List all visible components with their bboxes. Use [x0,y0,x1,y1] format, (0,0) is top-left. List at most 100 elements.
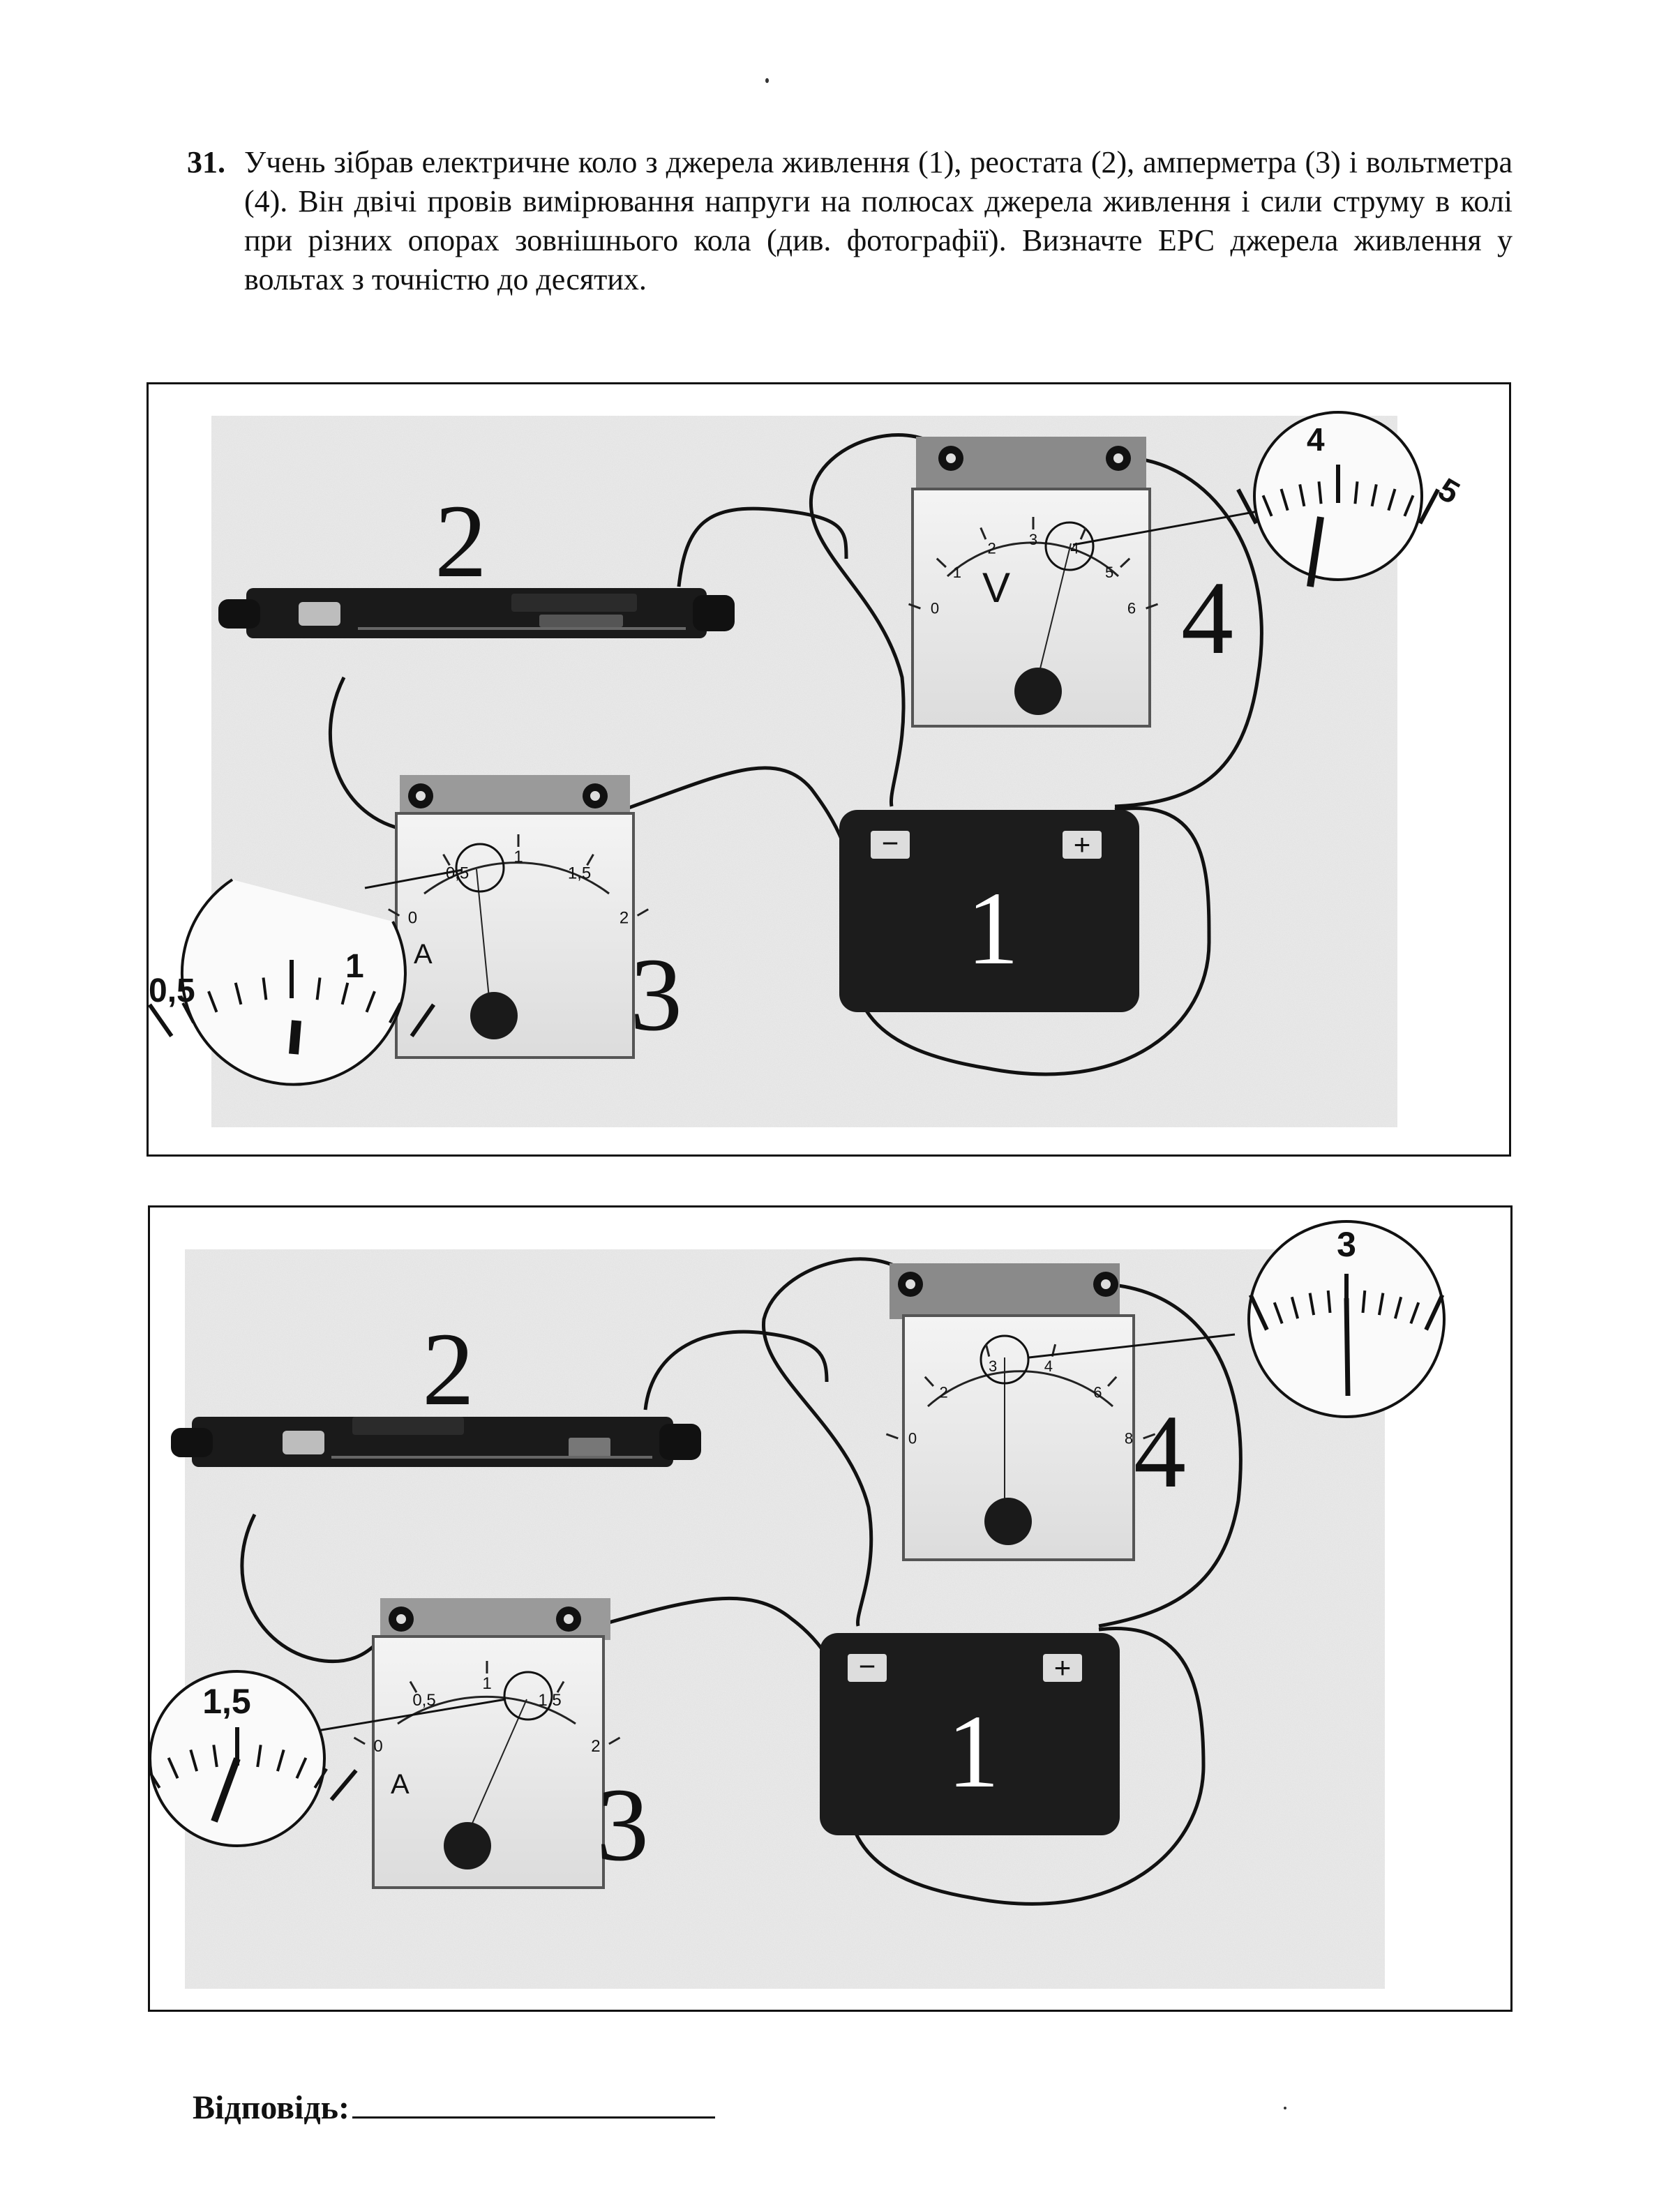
scale-major-tick [409,1680,418,1693]
ammeter-magnifier: 0,5 1 [149,878,436,1086]
voltmeter-magnifier-needle [1307,516,1324,587]
battery-label: 1 [947,1694,1000,1810]
magnifier-tick [365,991,376,1013]
magnifier-tick [256,1745,262,1768]
magnifier-tick [1393,1296,1403,1319]
problem-text: Учень зібрав електричне коло з джерела ж… [244,145,1513,296]
ammeter-unit: A [391,1769,410,1800]
magnifier-tick [1409,1302,1420,1324]
scale-label: 4 [1044,1357,1053,1375]
scale-major-tick [1143,1433,1156,1440]
scale-label: 0 [931,600,939,617]
scale-label: 2 [591,1737,600,1756]
battery-label: 1 [967,871,1019,986]
scale-major-tick [1120,557,1131,569]
scale-label: 1 [953,564,961,581]
magnifier-tick [189,1749,199,1772]
problem-number: 31. [187,145,225,179]
magnifier-tick [329,1769,358,1802]
battery-minus-terminal: − [859,1650,876,1683]
magnifier-tick [1236,488,1259,525]
battery: − + 1 [839,810,1139,1012]
magnifier-tick [181,1002,195,1024]
scale-major-tick [388,908,400,917]
magnifier-tick [1387,488,1397,511]
ammeter-scale-labels: 00,511,52 [353,1661,621,1756]
ammeter-label: 3 [596,1767,649,1883]
scale-major-tick [353,1736,366,1745]
scale-label: 0,5 [412,1691,435,1710]
battery-plus-terminal: + [1054,1651,1072,1684]
scale-label: 2 [939,1383,947,1401]
scale-major-tick [924,1376,935,1387]
scale-label: 3 [989,1357,997,1375]
voltmeter-magnifier: 4 5 [1236,411,1466,587]
rheostat-label: 2 [435,483,487,599]
scale-major-tick [984,1344,991,1357]
scale-major-tick [636,908,649,917]
magnifier-tick [1326,1290,1332,1314]
answer-blank-line [352,2086,715,2119]
scale-label: 2 [620,909,629,928]
magnifier-tick [389,1002,402,1024]
scale-label: 1 [513,848,523,866]
ammeter-magnifier-needle [211,1757,241,1823]
voltmeter-magnifier-label-a: 4 [1307,421,1325,458]
voltmeter-magnifier: 3 [1247,1220,1446,1418]
magnifier-tick [295,1757,308,1780]
ammeter-magnifier: 1,5 [150,1670,358,1847]
battery: − + 1 [820,1633,1120,1835]
magnifier-tick [1361,1290,1367,1314]
voltmeter-magnifier-needle [1344,1297,1351,1397]
voltmeter-magnifier-ticks [1248,1274,1445,1331]
magnifier-tick [315,977,322,1000]
scale-label: 8 [1125,1430,1133,1447]
ammeter-magnifier-label-a: 0,5 [149,972,195,1009]
scale-major-tick [1106,1376,1118,1387]
battery-minus-terminal: − [882,827,899,859]
wires [328,433,1263,1076]
ammeter-magnifier-needle [289,1020,301,1055]
scale-major-tick [885,1433,899,1440]
voltmeter-pointer-arrow [1028,1333,1236,1359]
scale-label: 5 [1105,564,1113,581]
voltmeter-magnifier-ticks [1236,465,1440,525]
scale-major-tick [908,603,921,610]
ammeter: A 00,511,52 [388,775,649,1059]
magnifier-tick [262,977,268,1000]
voltmeter-pointer-arrow [1072,510,1259,546]
scan-speck [765,78,769,83]
magnifier-tick [410,1003,436,1038]
magnifier-tick [1403,495,1415,517]
voltmeter-label: 4 [1181,560,1233,676]
scale-label: 2 [987,539,996,557]
ammeter-magnifier-ticks [150,1727,358,1802]
magnifier-tick [1370,484,1378,507]
magnifier-tick [234,982,243,1005]
magnifier-tick [212,1745,218,1768]
scale-major-tick [586,854,594,866]
ammeter-pointer-arrow [317,1698,506,1732]
magnifier-tick [1290,1296,1300,1319]
answer-field: Відповідь: [193,2086,715,2129]
battery-plus-terminal: + [1074,828,1091,861]
magnifier-tick [167,1757,179,1780]
scale-major-tick [1079,527,1087,540]
magnifier-tick [1377,1293,1385,1316]
scale-label: 0 [908,1430,917,1447]
answer-label: Відповідь: [193,2089,350,2126]
scale-major-tick [442,854,451,866]
magnifier-tick [1353,481,1359,504]
rheostat [171,1417,701,1467]
magnifier-tick [340,982,350,1005]
voltmeter-label: 4 [1134,1394,1186,1510]
scale-label: 0 [408,909,417,928]
magnifier-tick [313,1768,328,1789]
magnifier-tick [1308,1293,1316,1316]
ammeter-pointer-arrow [364,868,463,889]
photo-grain [185,1249,1385,1989]
